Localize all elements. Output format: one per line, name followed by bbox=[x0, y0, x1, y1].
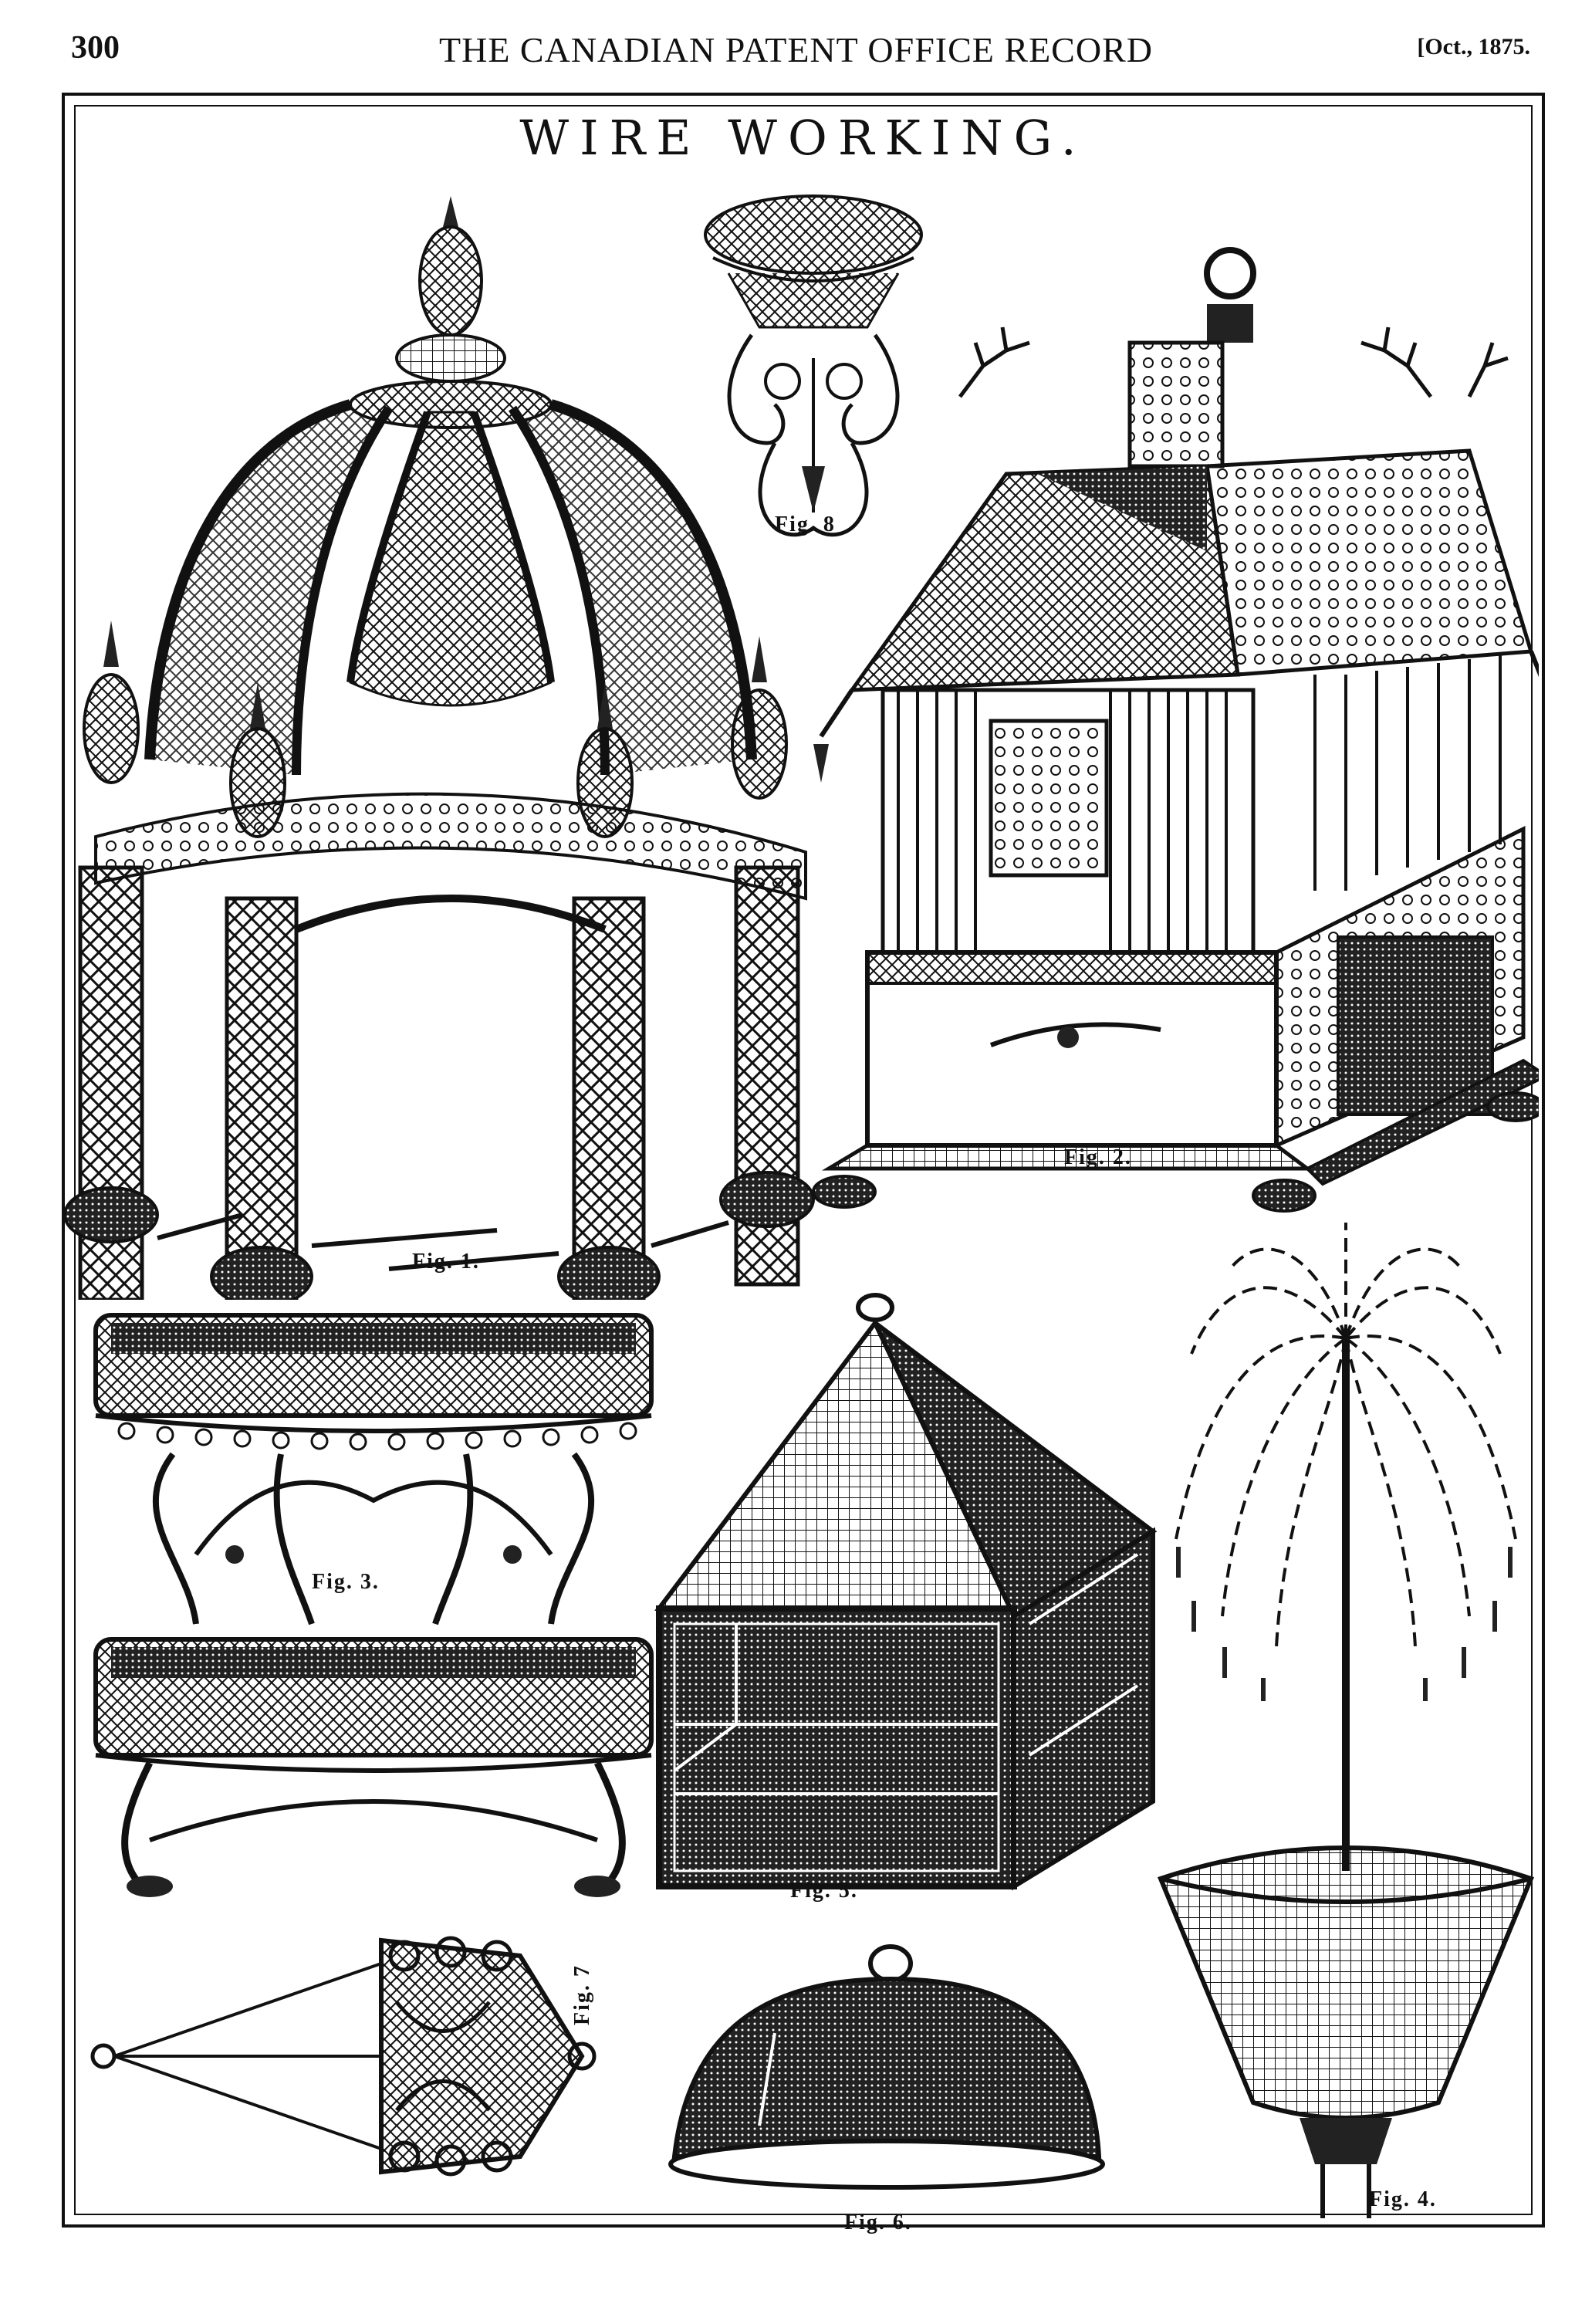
illustration-plate: WIRE WORKING. bbox=[62, 93, 1545, 2234]
plate-title: WIRE WORKING. bbox=[519, 110, 1087, 166]
figure-7 bbox=[88, 1910, 597, 2203]
figure-7-caption: Fig. 7 bbox=[570, 1964, 594, 2025]
figure-3 bbox=[80, 1300, 667, 1902]
journal-title: THE CANADIAN PATENT OFFICE RECORD bbox=[439, 30, 1153, 69]
figure-8-caption: Fig. 8 bbox=[775, 512, 836, 536]
figure-5 bbox=[644, 1292, 1184, 1902]
page-header: 300 THE CANADIAN PATENT OFFICE RECORD [O… bbox=[0, 29, 1592, 83]
figure-1 bbox=[65, 188, 821, 1300]
figure-4 bbox=[1145, 1215, 1539, 2234]
hanging-basket-icon bbox=[90, 1936, 597, 2177]
fountain-icon bbox=[1157, 1223, 1535, 2218]
hanging-flower-basket-icon bbox=[704, 195, 923, 537]
figure-6 bbox=[659, 1940, 1107, 2203]
figure-8 bbox=[682, 188, 945, 605]
plant-stand-icon bbox=[93, 1313, 654, 1897]
dish-cover-icon bbox=[668, 1944, 1105, 2190]
figure-3-caption: Fig. 3. bbox=[312, 1570, 380, 1594]
figure-5-caption: Fig. 5. bbox=[790, 1879, 858, 1903]
page-number: 300 bbox=[71, 30, 120, 66]
figure-6-caption: Fig. 6. bbox=[844, 2211, 912, 2234]
figure-1-caption: Fig. 1. bbox=[412, 1250, 480, 1274]
birdcage-icon bbox=[812, 247, 1539, 1213]
gazebo-icon bbox=[65, 196, 815, 1300]
issue-date: [Oct., 1875. bbox=[1417, 34, 1530, 59]
figure-4-caption: Fig. 4. bbox=[1369, 2187, 1437, 2211]
figure-2-caption: Fig. 2. bbox=[1064, 1145, 1132, 1169]
lantern-icon bbox=[654, 1293, 1158, 1891]
figure-2 bbox=[806, 242, 1539, 1215]
plate-inner-border bbox=[74, 105, 1533, 2215]
